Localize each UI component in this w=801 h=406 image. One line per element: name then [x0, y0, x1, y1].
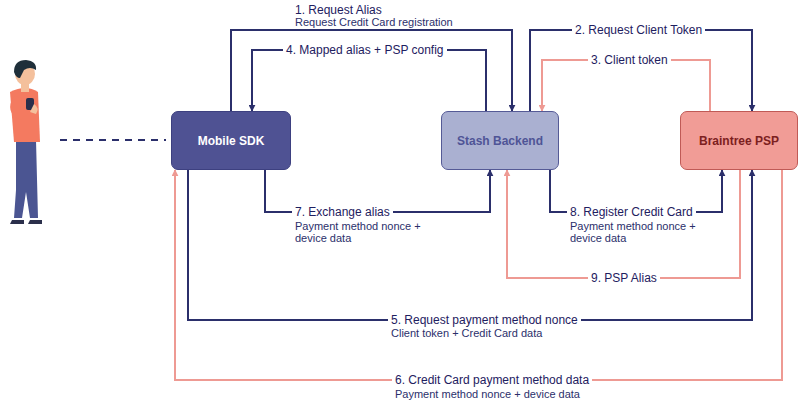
person-figure [10, 60, 42, 224]
step-label: 5. Request payment method nonce [388, 313, 581, 327]
flow-arrow [175, 170, 782, 380]
step-label: 3. Client token [588, 53, 671, 67]
step-detail: Client token + Credit Card data [388, 327, 545, 339]
step-detail: Request Credit Card registration [292, 16, 456, 28]
step-label: 4. Mapped alias + PSP config [283, 43, 447, 57]
step-detail: Payment method nonce + device data [567, 220, 708, 244]
flow-arrow [188, 170, 752, 320]
flow-arrow [530, 30, 752, 111]
step-label: 9. PSP Alias [588, 271, 660, 285]
backend-box: Stash Backend [441, 111, 559, 170]
sdk-box: Mobile SDK [171, 111, 291, 170]
flow-arrow [231, 30, 512, 111]
step-label: 6. Credit Card payment method data [392, 373, 592, 387]
flow-arrow [542, 60, 710, 111]
box-title: Stash Backend [457, 134, 543, 148]
psp-box: Braintree PSP [680, 111, 798, 170]
step-label: 2. Request Client Token [572, 23, 705, 37]
step-label: 1. Request Alias [292, 3, 385, 17]
box-title: Mobile SDK [198, 134, 265, 148]
step-label: 7. Exchange alias [292, 205, 393, 219]
flow-arrow [507, 170, 740, 278]
step-detail: Payment method nonce + device data [392, 388, 583, 400]
step-label: 8. Register Credit Card [567, 205, 696, 219]
dashed-link [60, 139, 166, 141]
flow-arrow [252, 50, 486, 111]
step-detail: Payment method nonce + device data [292, 220, 433, 244]
box-title: Braintree PSP [699, 134, 779, 148]
